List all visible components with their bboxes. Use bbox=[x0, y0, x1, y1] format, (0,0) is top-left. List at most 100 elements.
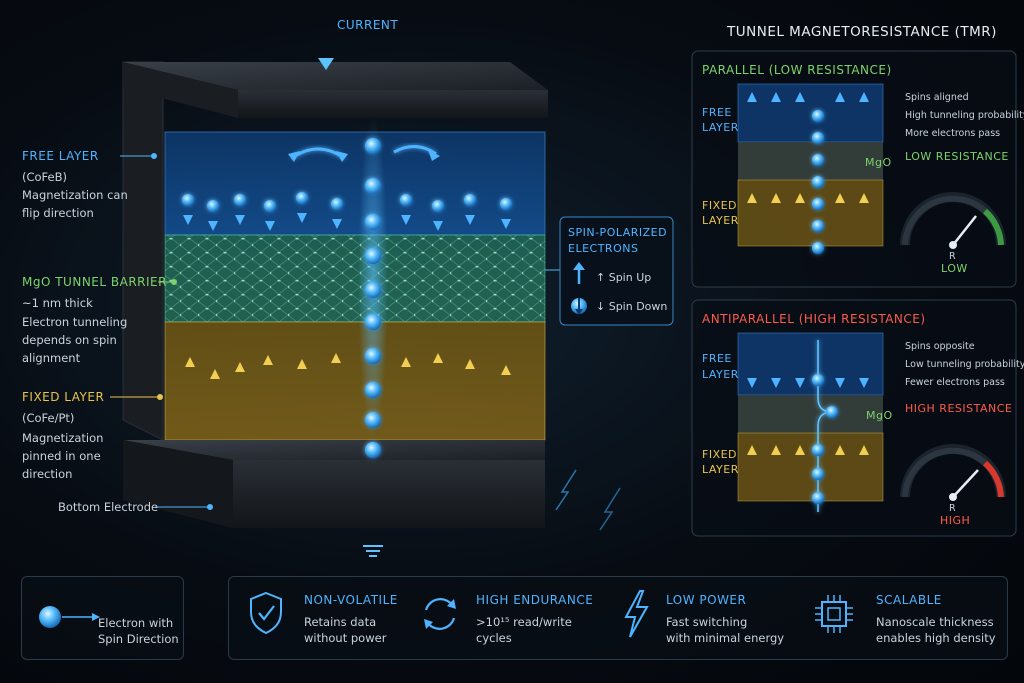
electron bbox=[812, 444, 824, 456]
spin-up-arrow bbox=[795, 193, 805, 238]
spin-down-arrow bbox=[795, 342, 805, 388]
electron bbox=[812, 198, 824, 210]
spin-legend: SPIN-POLARIZED ELECTRONS ↑ Spin Up ↓ Spi… bbox=[545, 216, 674, 326]
electron bbox=[812, 220, 824, 232]
electron-icon bbox=[39, 606, 100, 628]
spin-up-arrow bbox=[235, 362, 245, 425]
svg-text:FIXED: FIXED bbox=[702, 448, 737, 461]
spin-up-arrow bbox=[795, 92, 805, 134]
svg-text:MgO: MgO bbox=[865, 156, 892, 169]
spin-up-arrow bbox=[501, 365, 511, 428]
electron bbox=[812, 154, 824, 166]
spin-down-icon bbox=[571, 298, 587, 315]
svg-text:FIXED: FIXED bbox=[702, 199, 737, 212]
spin-up-arrow bbox=[835, 445, 845, 492]
electron bbox=[296, 192, 308, 204]
current-label: CURRENT bbox=[337, 18, 398, 32]
spin-up-arrow bbox=[331, 353, 341, 416]
spin-up-arrow bbox=[747, 92, 757, 134]
spin-up-arrow bbox=[465, 359, 475, 422]
svg-text:Fewer electrons pass: Fewer electrons pass bbox=[905, 377, 1005, 388]
svg-text:LAYER: LAYER bbox=[702, 121, 739, 134]
electron bbox=[812, 374, 824, 386]
chip-icon bbox=[815, 595, 853, 633]
electron bbox=[234, 194, 246, 206]
svg-text:FREE LAYER: FREE LAYER bbox=[22, 149, 99, 163]
electron bbox=[365, 214, 381, 230]
spin-up-arrow bbox=[795, 445, 805, 492]
spin-up-arrow bbox=[747, 445, 757, 492]
electron bbox=[182, 194, 194, 206]
electron bbox=[812, 132, 824, 144]
spin-up-arrow bbox=[771, 193, 781, 238]
electron bbox=[207, 200, 219, 212]
spin-down-arrow bbox=[835, 342, 845, 388]
free-layer-spins bbox=[182, 170, 512, 231]
high-resistance-gauge-icon bbox=[900, 444, 1006, 501]
spin-up-arrow bbox=[771, 445, 781, 492]
electron bbox=[500, 198, 512, 210]
spin-up-icon bbox=[573, 262, 585, 284]
electron bbox=[432, 200, 444, 212]
spin-down-arrow bbox=[859, 342, 869, 388]
svg-text:(CoFeB): (CoFeB) bbox=[22, 170, 67, 184]
svg-text:R: R bbox=[949, 251, 956, 262]
svg-text:direction: direction bbox=[22, 467, 72, 481]
electron bbox=[826, 406, 838, 418]
spin-up-arrow bbox=[835, 92, 845, 134]
svg-text:LAYER: LAYER bbox=[702, 463, 739, 476]
svg-text:FREE: FREE bbox=[702, 106, 732, 119]
electron bbox=[400, 194, 412, 206]
svg-text:R: R bbox=[949, 503, 956, 514]
spin-up-arrow bbox=[859, 92, 869, 134]
features-box bbox=[228, 576, 1008, 660]
svg-text:Electron tunneling: Electron tunneling bbox=[22, 315, 127, 329]
svg-text:LOW: LOW bbox=[941, 262, 968, 275]
electron bbox=[365, 282, 381, 298]
spin-up-arrow bbox=[297, 359, 307, 422]
parallel-panel: PARALLEL (LOW RESISTANCE) FREE LAYER MgO… bbox=[691, 50, 1024, 288]
spin-up-arrow bbox=[401, 357, 411, 420]
svg-text:PARALLEL (LOW RESISTANCE): PARALLEL (LOW RESISTANCE) bbox=[702, 63, 892, 77]
svg-text:HIGH RESISTANCE: HIGH RESISTANCE bbox=[905, 402, 1012, 415]
svg-text:LOW RESISTANCE: LOW RESISTANCE bbox=[905, 150, 1009, 163]
fixed-layer-callout: FIXED LAYER (CoFe/Pt) Magnetization pinn… bbox=[22, 390, 163, 481]
shield-check-icon bbox=[250, 591, 282, 635]
svg-text:Magnetization: Magnetization bbox=[22, 431, 103, 445]
spin-up-arrow bbox=[771, 92, 781, 134]
svg-text:↓ Spin Down: ↓ Spin Down bbox=[596, 300, 667, 313]
svg-text:High tunneling probability: High tunneling probability bbox=[905, 110, 1024, 121]
electron bbox=[331, 198, 343, 210]
beam-electrons bbox=[365, 138, 381, 458]
spin-up-arrow bbox=[210, 369, 220, 432]
tmr-title: TUNNEL MAGNETORESISTANCE (TMR) bbox=[726, 24, 997, 40]
svg-text:Bottom Electrode: Bottom Electrode bbox=[58, 500, 158, 514]
spin-up-arrow bbox=[263, 355, 273, 418]
electron bbox=[812, 492, 824, 504]
electron bbox=[812, 242, 824, 254]
svg-text:pinned in one: pinned in one bbox=[22, 449, 101, 463]
svg-text:MgO TUNNEL BARRIER: MgO TUNNEL BARRIER bbox=[22, 275, 167, 289]
top-electrode bbox=[123, 62, 548, 90]
spin-up-arrow bbox=[835, 193, 845, 238]
spin-up-arrow bbox=[433, 353, 443, 416]
electron bbox=[365, 442, 381, 458]
free-layer-slab bbox=[164, 131, 546, 236]
svg-text:MgO: MgO bbox=[866, 409, 893, 422]
electron bbox=[365, 382, 381, 398]
spin-up-arrow bbox=[859, 445, 869, 492]
fixed-layer-spins bbox=[185, 353, 511, 432]
fixed-layer-slab bbox=[164, 321, 546, 441]
svg-text:flip direction: flip direction bbox=[22, 206, 94, 220]
free-layer-callout: FREE LAYER (CoFeB) Magnetization can fli… bbox=[22, 149, 157, 220]
electron bbox=[365, 412, 381, 428]
svg-text:Magnetization can: Magnetization can bbox=[22, 188, 128, 202]
electron bbox=[812, 110, 824, 122]
electron bbox=[264, 200, 276, 212]
spin-up-arrow bbox=[859, 193, 869, 238]
svg-text:~1 nm thick: ~1 nm thick bbox=[22, 296, 93, 310]
electron bbox=[812, 176, 824, 188]
